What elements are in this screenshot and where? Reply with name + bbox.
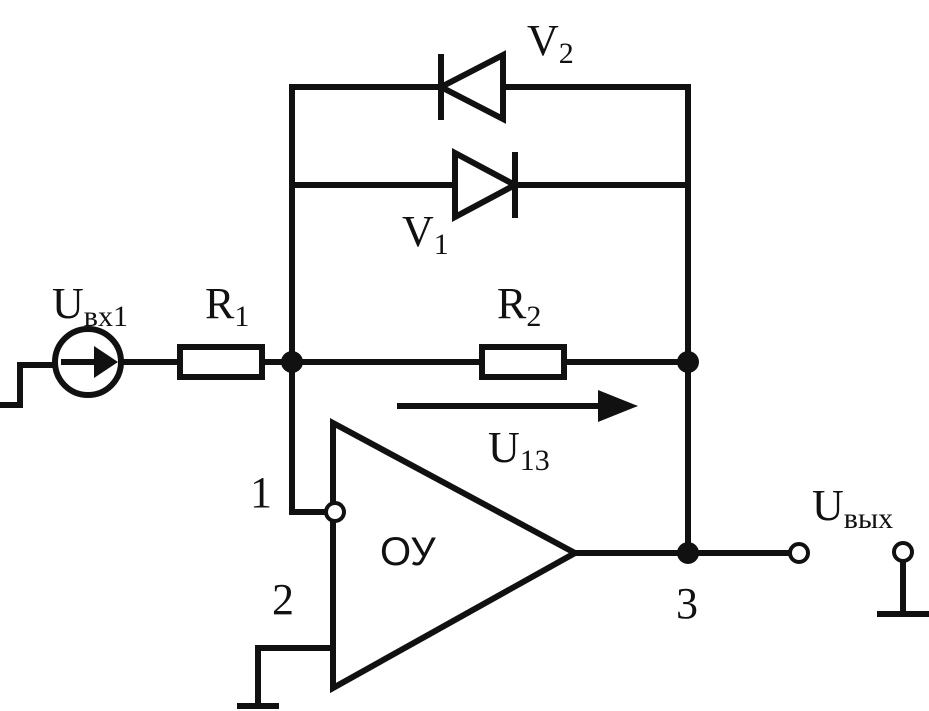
- resistor-r1: [177, 344, 265, 380]
- diode-v1: [452, 148, 522, 222]
- u13-arrow-head: [598, 390, 638, 422]
- resistor-r2: [479, 344, 567, 380]
- source-circle: [52, 326, 124, 398]
- u13-label: U13: [488, 423, 550, 477]
- output-ground-terminal: [892, 541, 914, 563]
- diode-v1-triangle: [452, 148, 522, 222]
- v2-label: V2: [527, 16, 574, 70]
- junction-left: [281, 351, 303, 373]
- junction-output: [677, 542, 699, 564]
- non-inverting-ground-wire: [255, 645, 336, 709]
- junction-right: [677, 351, 699, 373]
- output-terminal: [788, 542, 810, 564]
- node-2-label: 2: [272, 575, 294, 624]
- uout-label: Uвых: [812, 481, 893, 535]
- node-3-label: 3: [676, 579, 698, 628]
- wire-to-inverting-input: [289, 359, 329, 515]
- u13-arrow: [397, 390, 638, 422]
- diode-v2-triangle: [434, 50, 506, 124]
- v1-label: V1: [402, 207, 449, 261]
- input-ground-wire: [0, 362, 55, 408]
- opamp-triangle: [330, 417, 582, 694]
- inverting-input-circle: [324, 501, 346, 523]
- r2-label: R2: [497, 279, 541, 333]
- diode-v2: [434, 50, 506, 124]
- uin-label: Uвх1: [52, 279, 128, 333]
- node-1-label: 1: [250, 468, 272, 517]
- opamp-label: ОУ: [380, 530, 436, 574]
- source-arrow-head: [94, 346, 118, 378]
- voltage-source: [52, 326, 124, 398]
- r1-label: R1: [205, 279, 249, 333]
